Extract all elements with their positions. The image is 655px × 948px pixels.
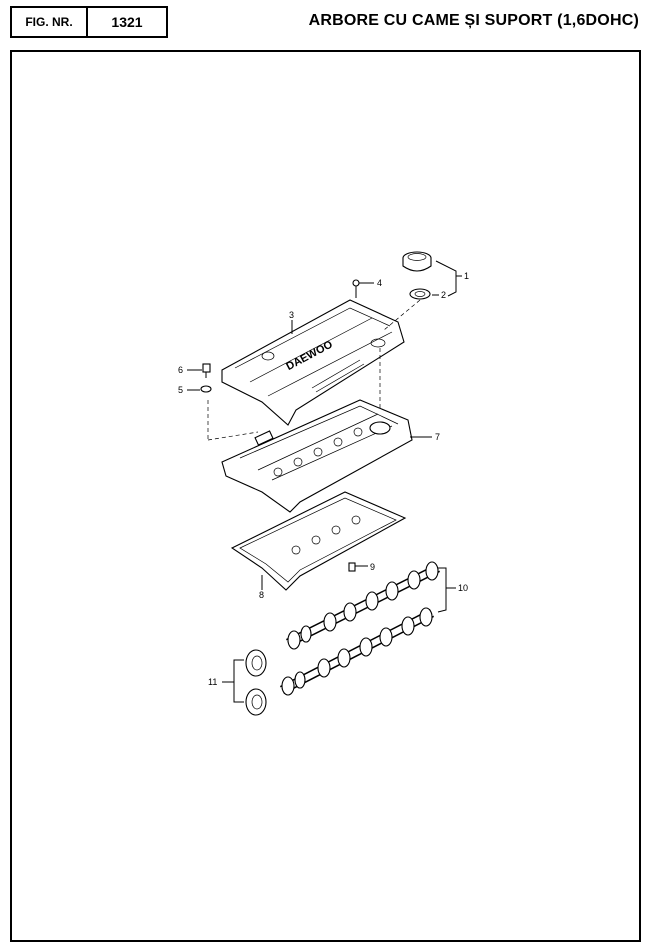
callout-4: 4 xyxy=(377,278,382,288)
page-title: ARBORE CU CAME ȘI SUPORT (1,6DOHC) xyxy=(308,12,639,29)
callout-8: 8 xyxy=(259,590,264,600)
callout-2: 2 xyxy=(441,290,446,300)
diagram-frame xyxy=(10,50,641,942)
cover-screw xyxy=(352,279,360,298)
cover-bolt xyxy=(202,363,211,378)
valve-cover: DAEWOO xyxy=(221,299,405,426)
callout-6: 6 xyxy=(178,365,183,375)
cap-seal-ring xyxy=(409,288,431,300)
bolt-washer xyxy=(200,385,212,393)
callout-7: 7 xyxy=(435,432,440,442)
callout-9: 9 xyxy=(370,562,375,572)
camshaft-oil-seal-lower xyxy=(245,688,267,716)
cover-gasket xyxy=(230,491,407,591)
gasket-plug xyxy=(348,562,356,572)
callout-5: 5 xyxy=(178,385,183,395)
camshaft-oil-seal-upper xyxy=(245,649,267,677)
camshaft-lower xyxy=(279,607,435,696)
figure-number-box: FIG. NR. 1321 xyxy=(10,6,168,38)
callout-1: 1 xyxy=(464,271,469,281)
camshaft-upper xyxy=(285,561,441,650)
oil-filler-cap xyxy=(402,251,432,272)
figure-label: FIG. NR. xyxy=(12,8,88,36)
camshaft-housing xyxy=(221,399,413,513)
callout-10: 10 xyxy=(458,583,468,593)
callout-3: 3 xyxy=(289,310,294,320)
callout-11: 11 xyxy=(208,677,217,687)
figure-number: 1321 xyxy=(111,14,143,30)
